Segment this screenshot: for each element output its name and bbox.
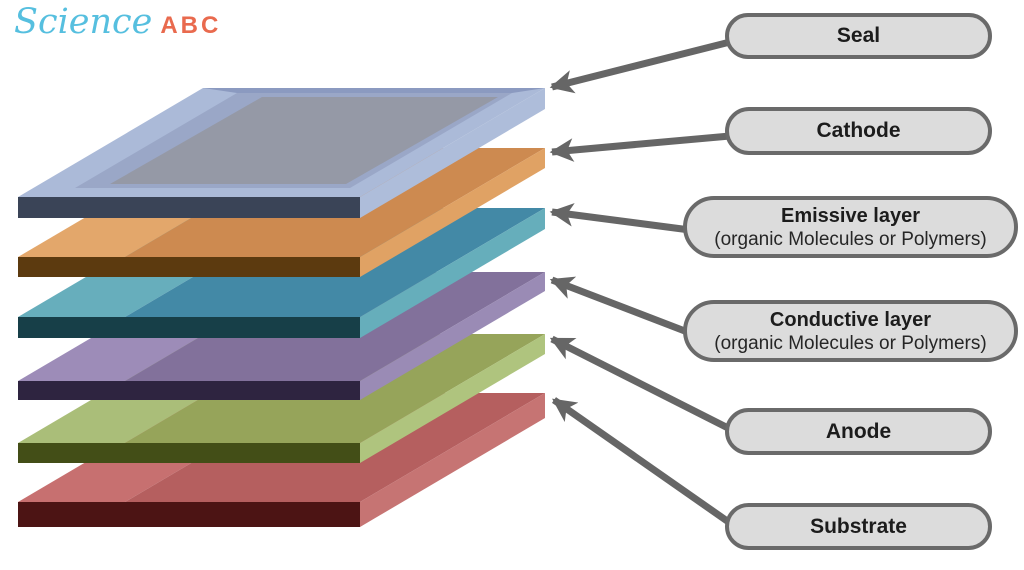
callout-emissive-sublabel: (organic Molecules or Polymers)	[714, 228, 987, 250]
seal-side-face	[360, 88, 545, 218]
callout-conductive-sublabel: (organic Molecules or Polymers)	[714, 332, 987, 354]
substrate-side-face	[360, 393, 545, 527]
substrate-arrow	[551, 397, 733, 526]
anode-side-face	[360, 334, 545, 463]
callout-emissive: Emissive layer (organic Molecules or Pol…	[683, 196, 1018, 258]
callout-conductive: Conductive layer (organic Molecules or P…	[683, 300, 1018, 362]
logo-abc-text: ABC	[160, 12, 222, 39]
substrate-front-face	[18, 502, 360, 527]
cathode-arrow	[549, 132, 731, 162]
seal-front-face	[18, 197, 360, 218]
callout-emissive-label: Emissive layer	[781, 204, 920, 227]
callout-seal: Seal	[725, 13, 992, 59]
cathode-front-face	[18, 257, 360, 277]
anode-arrow	[549, 335, 732, 433]
callout-substrate: Substrate	[725, 503, 992, 550]
cathode-side-face	[360, 148, 545, 277]
callout-conductive-label: Conductive layer	[769, 308, 932, 331]
seal-arrow	[549, 38, 731, 94]
science-abc-logo: Science ABC	[14, 2, 221, 42]
anode-front-face	[18, 443, 360, 463]
callout-substrate-label: Substrate	[810, 514, 907, 538]
seal-inner-floor	[110, 97, 498, 184]
conductive-side-face	[360, 272, 545, 400]
emissive-arrow	[549, 202, 691, 234]
emissive-front-face	[18, 317, 360, 338]
callout-anode-label: Anode	[825, 419, 892, 443]
conductive-arrow	[549, 276, 692, 337]
logo-science-text: Science	[14, 2, 153, 42]
conductive-front-face	[18, 381, 360, 400]
emissive-side-face	[360, 208, 545, 338]
callout-seal-label: Seal	[836, 24, 881, 47]
callout-arrows	[549, 38, 733, 526]
seal-back-rim	[203, 88, 545, 93]
callout-cathode: Cathode	[725, 107, 992, 155]
seal-layer	[18, 88, 545, 218]
callout-cathode-label: Cathode	[816, 119, 901, 142]
callout-anode: Anode	[725, 408, 992, 455]
